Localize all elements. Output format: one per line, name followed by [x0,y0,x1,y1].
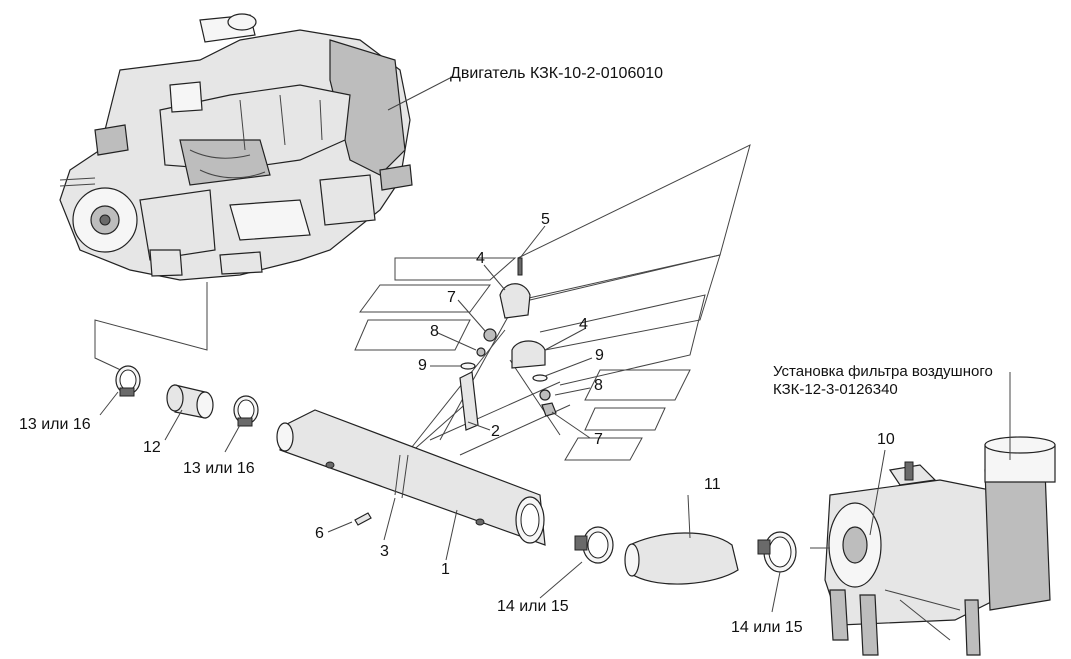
part-number-4-lower: 4 [579,316,588,333]
clamp-14-left [574,526,614,564]
pipe-1 [276,409,546,546]
clamp-13-left [115,365,141,397]
part-number-12: 12 [143,439,161,456]
part-number-2: 2 [491,423,500,440]
fastener-fan-lines [354,144,751,463]
air-filter-label-line1: Установка фильтра воздушного [773,363,993,380]
clamp-13-right [233,395,259,427]
part-number-5: 5 [541,211,550,228]
part-number-14-right: 14 или 15 [731,619,803,636]
clamp-14-right [757,531,797,573]
part-number-7-lower: 7 [594,431,603,448]
part-number-6: 6 [315,525,324,542]
part-number-8-upper: 8 [430,323,439,340]
part-number-7-upper: 7 [447,289,456,306]
connector-12 [166,384,214,419]
part-number-13-left: 13 или 16 [19,416,91,433]
fasteners [354,257,557,526]
part-number-4-upper: 4 [476,250,485,267]
part-number-1: 1 [441,561,450,578]
engine-leader-line [387,77,451,111]
engine-drawing [59,13,413,281]
part-number-9-right: 9 [595,347,604,364]
engine-label: Двигатель КЗК-10-2-0106010 [450,65,664,82]
air-filter-drawing [810,436,1056,656]
part-number-8-lower: 8 [594,377,603,394]
part-number-10: 10 [877,431,895,448]
part-number-13-right: 13 или 16 [183,460,255,477]
part-number-3: 3 [380,543,389,560]
air-filter-label-line2: КЗК-12-3-0126340 [773,381,898,398]
part-number-14-left: 14 или 15 [497,598,569,615]
part-number-9-left: 9 [418,357,427,374]
engine-outlet-link [94,282,208,373]
part-number-11: 11 [704,476,721,493]
hose-11 [624,532,739,585]
leader-lines [99,225,1011,613]
